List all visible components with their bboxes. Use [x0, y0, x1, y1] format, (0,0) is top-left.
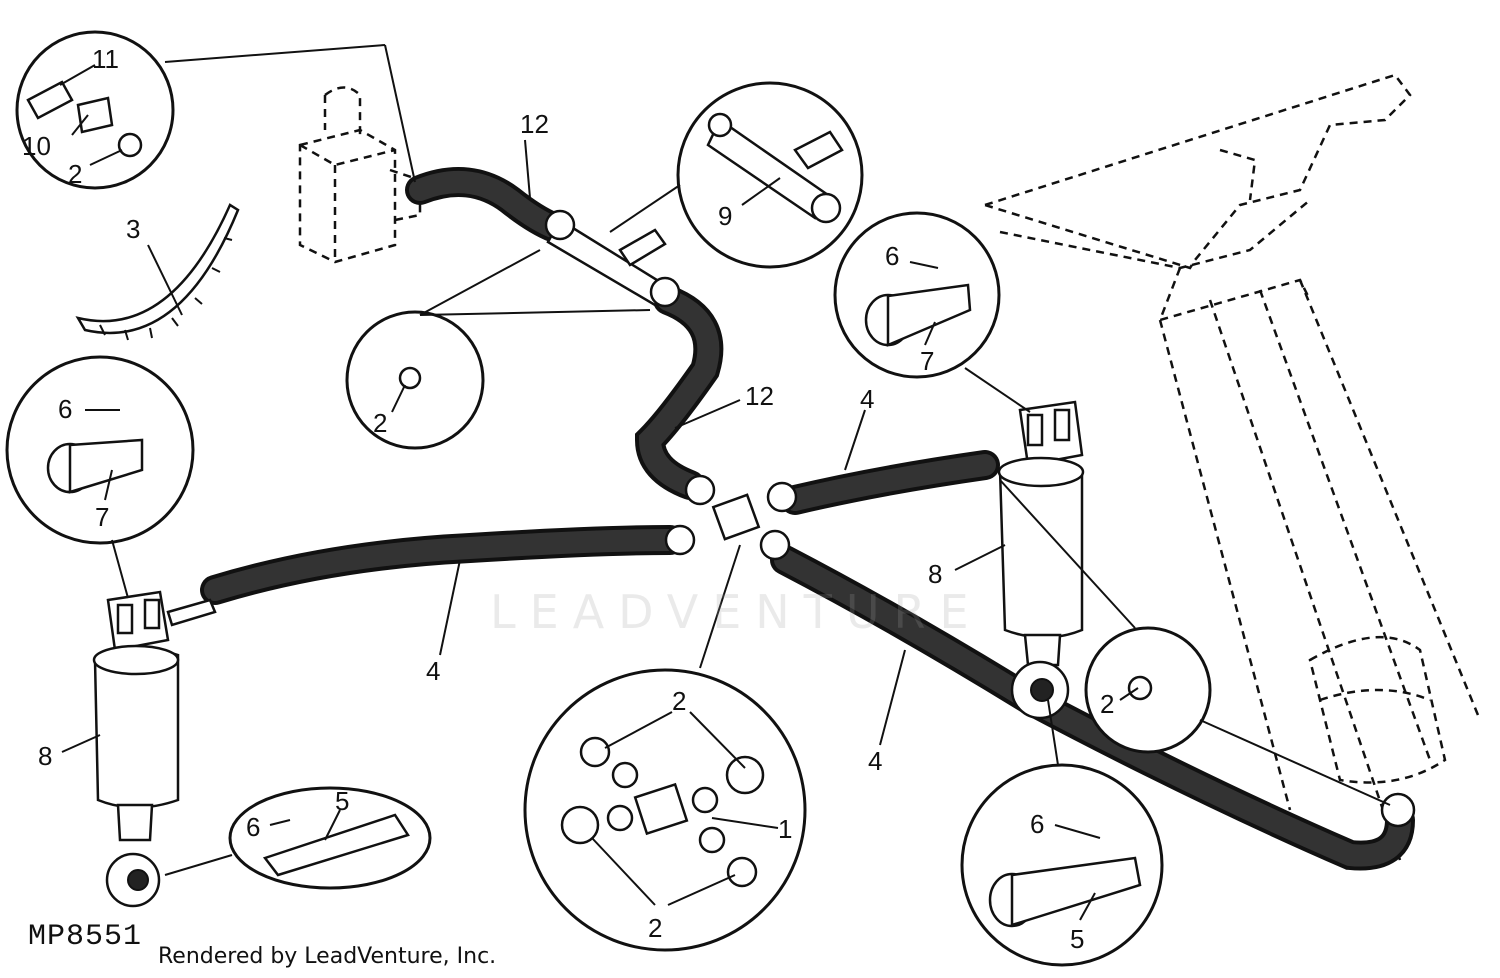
callout-6: 6: [885, 241, 899, 271]
callout-1: 1: [778, 814, 792, 844]
callout-2: 2: [1100, 689, 1114, 719]
detail-bubble-pin-lower-right: [960, 699, 1164, 967]
cross-fitting: [664, 474, 798, 561]
tee-fitting: [544, 209, 681, 308]
callout-8: 8: [928, 559, 942, 589]
detail-bubble-pin-lower-left: [164, 786, 432, 890]
callout-3: 3: [126, 214, 140, 244]
hose-12-upper: [405, 167, 570, 243]
callout-2: 2: [648, 913, 662, 943]
callout-labels: 11 10 2 3 12 9 2 12 6 7 6 7 4 4 4 8 8 2 …: [22, 44, 1114, 954]
hose-12-lower: [634, 285, 724, 500]
callout-5: 5: [335, 786, 349, 816]
callout-12: 12: [520, 109, 549, 139]
callout-7: 7: [920, 346, 934, 376]
cylinder-left: [92, 590, 217, 908]
detail-bubble-clamp-mid: [345, 249, 651, 450]
callout-9: 9: [718, 201, 732, 231]
callout-2: 2: [373, 408, 387, 438]
detail-bubble-pin-right: [833, 211, 1031, 413]
callout-10: 10: [22, 131, 51, 161]
callout-6: 6: [1030, 809, 1044, 839]
hose-4-upper-right: [780, 450, 1000, 515]
valve-block-phantom: [298, 86, 422, 264]
figure-id: MP8551: [28, 920, 143, 954]
detail-bubble-pin-left: [5, 355, 195, 599]
hose-end-fitting: [1380, 792, 1416, 828]
leader-lines: [59, 64, 1139, 921]
detail-bubble-cross: [523, 544, 807, 952]
detail-bubble-tee: [609, 81, 864, 269]
detail-bubble-clamp-right: [999, 479, 1391, 806]
callout-12: 12: [745, 381, 774, 411]
callout-6: 6: [58, 394, 72, 424]
cylinder-right: [997, 400, 1085, 720]
callout-4: 4: [868, 746, 882, 776]
callout-8: 8: [38, 741, 52, 771]
callout-11: 11: [92, 44, 119, 74]
callout-2: 2: [68, 159, 82, 189]
callout-7: 7: [95, 502, 109, 532]
clamp-strap: [75, 203, 240, 341]
hose-4-left: [200, 525, 685, 605]
callout-2: 2: [672, 686, 686, 716]
steering-column-phantom: [980, 73, 1482, 861]
hose-4-lower-right: [770, 545, 1415, 871]
callout-4: 4: [426, 656, 440, 686]
callout-5: 5: [1070, 924, 1084, 954]
detail-bubble-adapters: [15, 30, 416, 190]
callout-6: 6: [246, 812, 260, 842]
render-credit: Rendered by LeadVenture, Inc.: [158, 944, 497, 969]
callout-4: 4: [860, 384, 874, 414]
